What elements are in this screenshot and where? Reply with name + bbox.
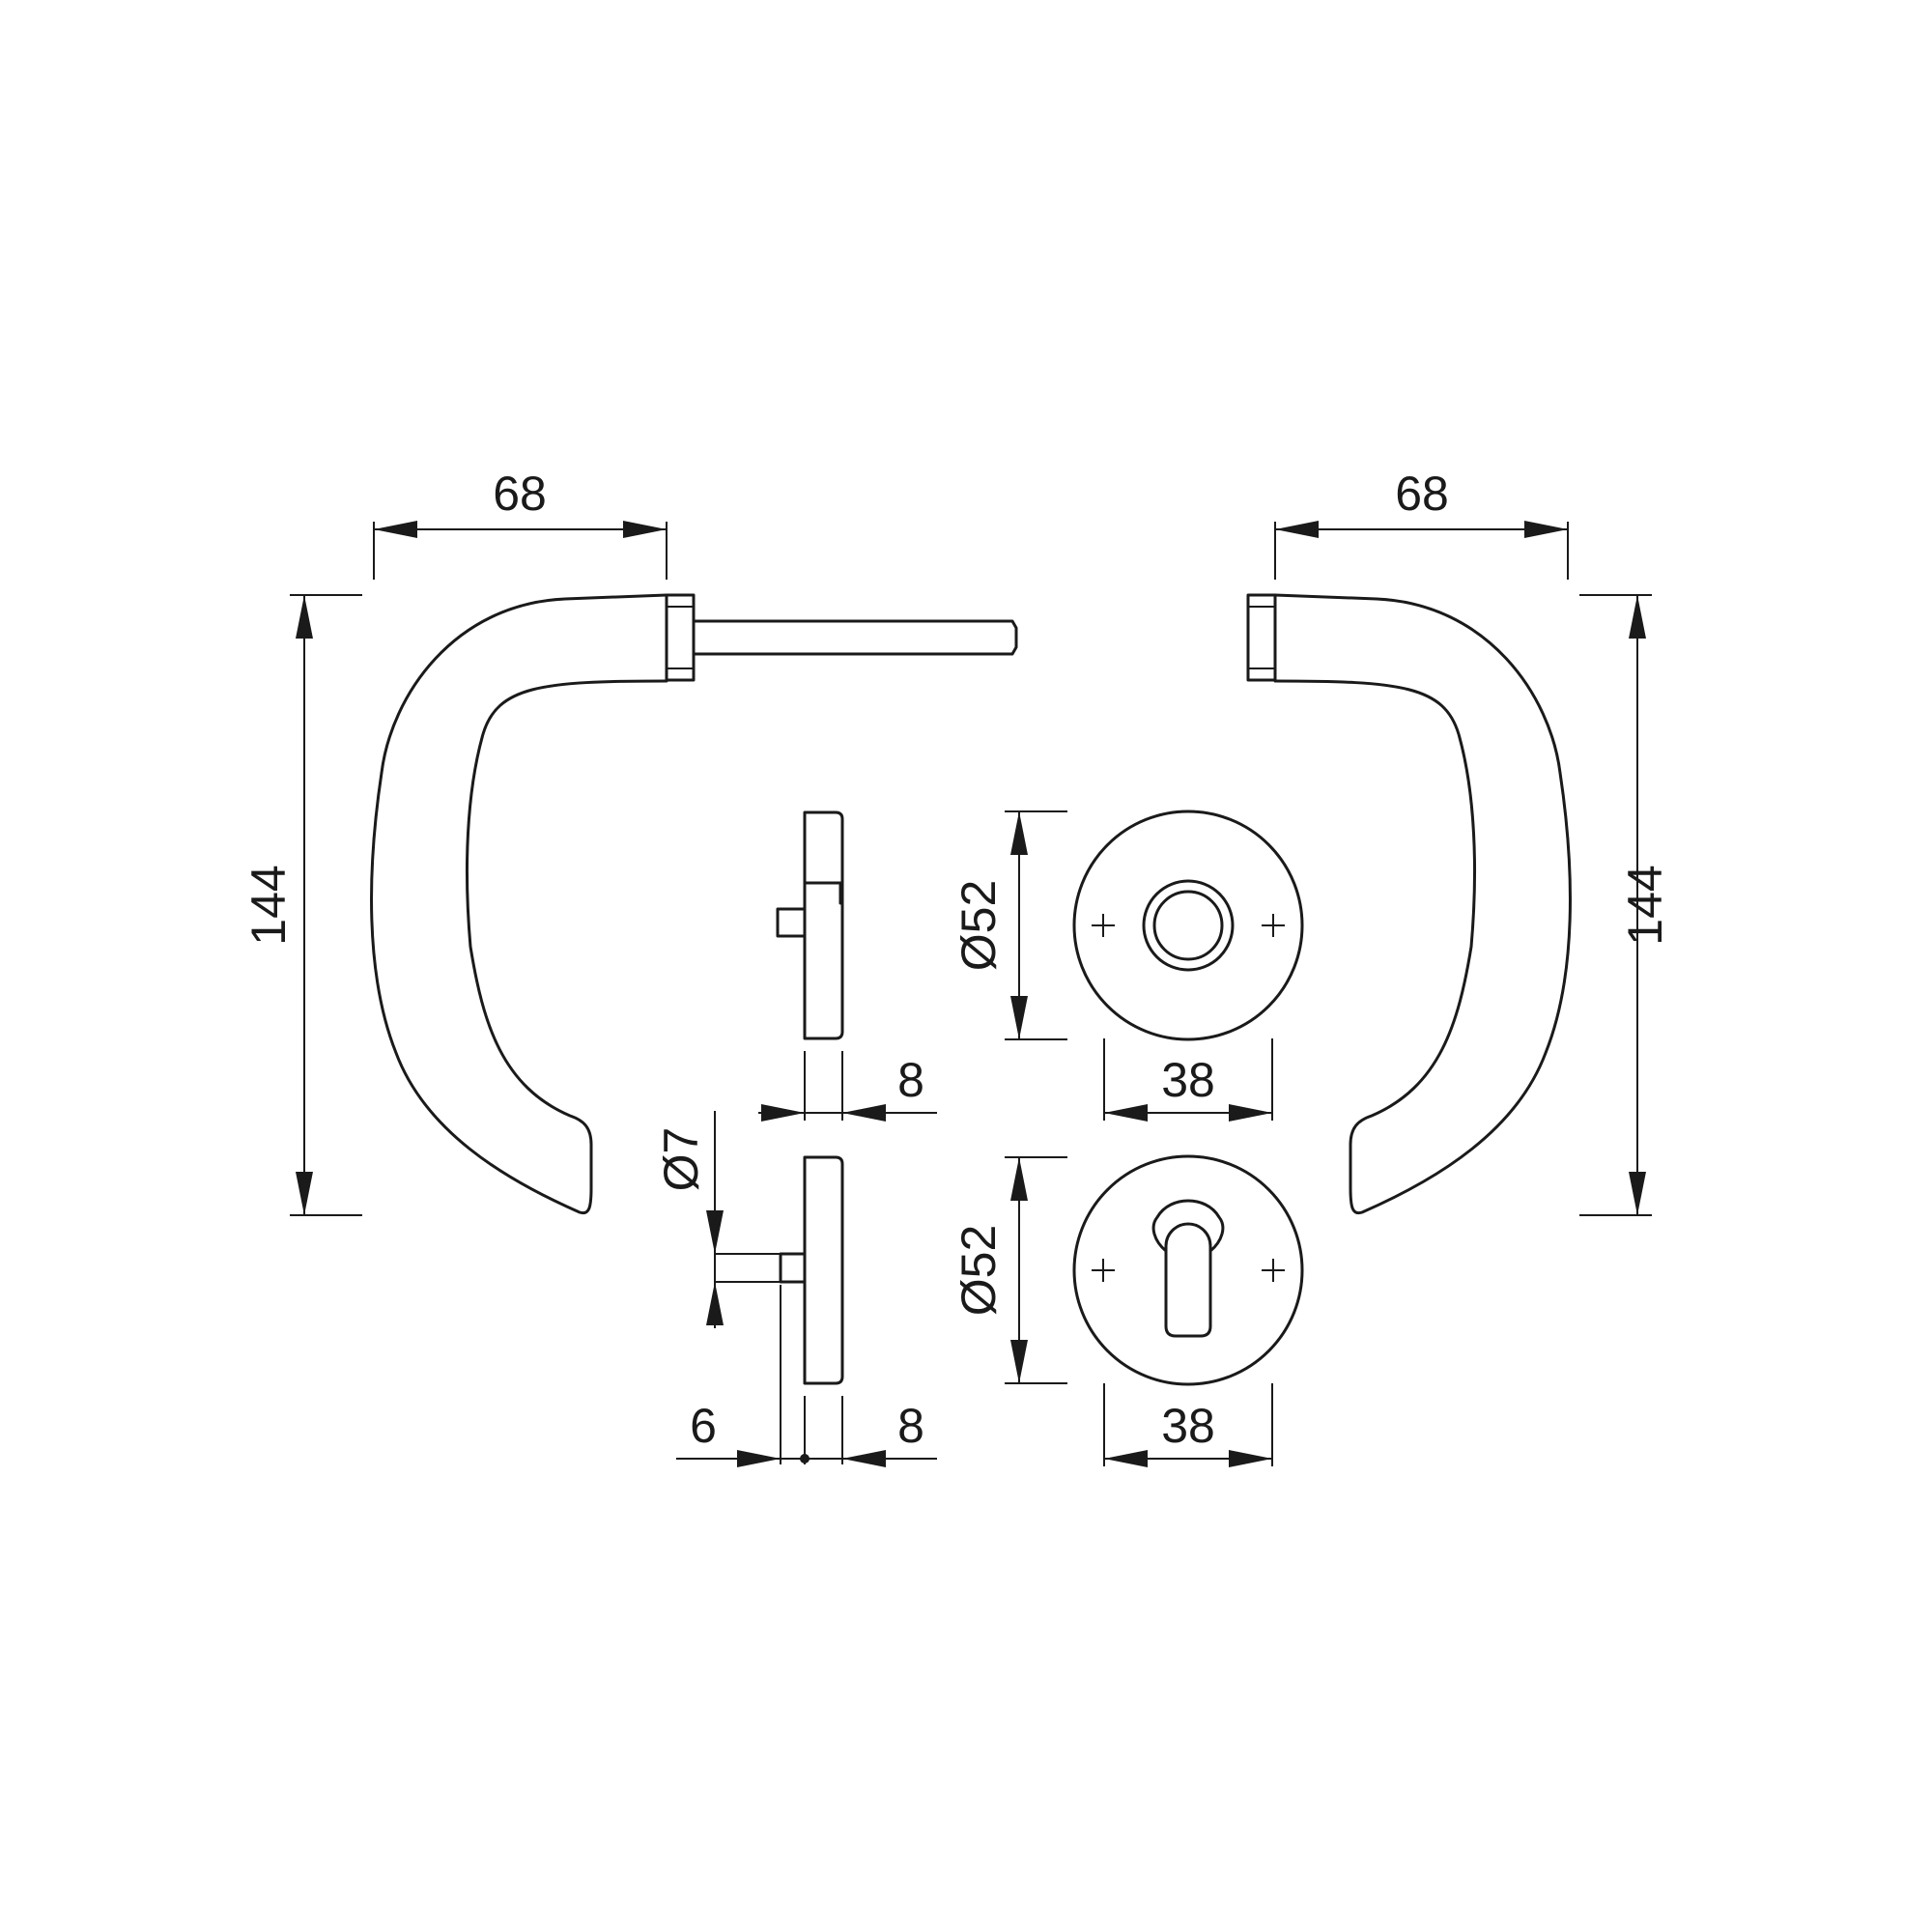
side-bottom-pin-dimension: Ø7 bbox=[654, 1111, 781, 1328]
right-width-dimension: 68 bbox=[1274, 467, 1569, 580]
left-width-label: 68 bbox=[493, 467, 547, 521]
bottom-rose-inner-width-dimension: 38 bbox=[1103, 1383, 1273, 1467]
top-rose-round bbox=[1072, 810, 1304, 1041]
right-height-label: 144 bbox=[1618, 865, 1672, 945]
left-width-dimension: 68 bbox=[373, 467, 668, 580]
side-view-top-rose bbox=[776, 810, 844, 1121]
right-height-dimension: 144 bbox=[1579, 594, 1672, 1216]
side-top-thickness-label: 8 bbox=[897, 1053, 924, 1107]
side-bottom-offset-label: 6 bbox=[690, 1399, 717, 1453]
right-lever-handle bbox=[1246, 593, 1572, 1215]
side-bottom-thickness-label: 8 bbox=[897, 1399, 924, 1453]
left-height-dimension: 144 bbox=[242, 594, 362, 1216]
bottom-rose-inner-width-label: 38 bbox=[1161, 1399, 1215, 1453]
bottom-rose-diameter-dimension: Ø52 bbox=[952, 1156, 1067, 1384]
side-bottom-pin-label: Ø7 bbox=[654, 1127, 708, 1192]
side-bottom-offset-dimension: 6 8 bbox=[676, 1399, 937, 1467]
left-lever-handle bbox=[370, 593, 1018, 1215]
side-top-thickness-dimension: 8 bbox=[758, 1053, 937, 1122]
top-rose-inner-width-dimension: 38 bbox=[1103, 1038, 1273, 1122]
bottom-rose-cylinder bbox=[1072, 1154, 1304, 1386]
top-rose-diameter-dimension: Ø52 bbox=[952, 810, 1067, 1040]
right-width-label: 68 bbox=[1395, 467, 1449, 521]
left-height-label: 144 bbox=[242, 865, 296, 945]
side-view-bottom-rose bbox=[779, 1155, 844, 1464]
bottom-rose-diameter-label: Ø52 bbox=[952, 1225, 1006, 1317]
top-rose-diameter-label: Ø52 bbox=[952, 880, 1006, 972]
top-rose-inner-width-label: 38 bbox=[1161, 1053, 1215, 1107]
